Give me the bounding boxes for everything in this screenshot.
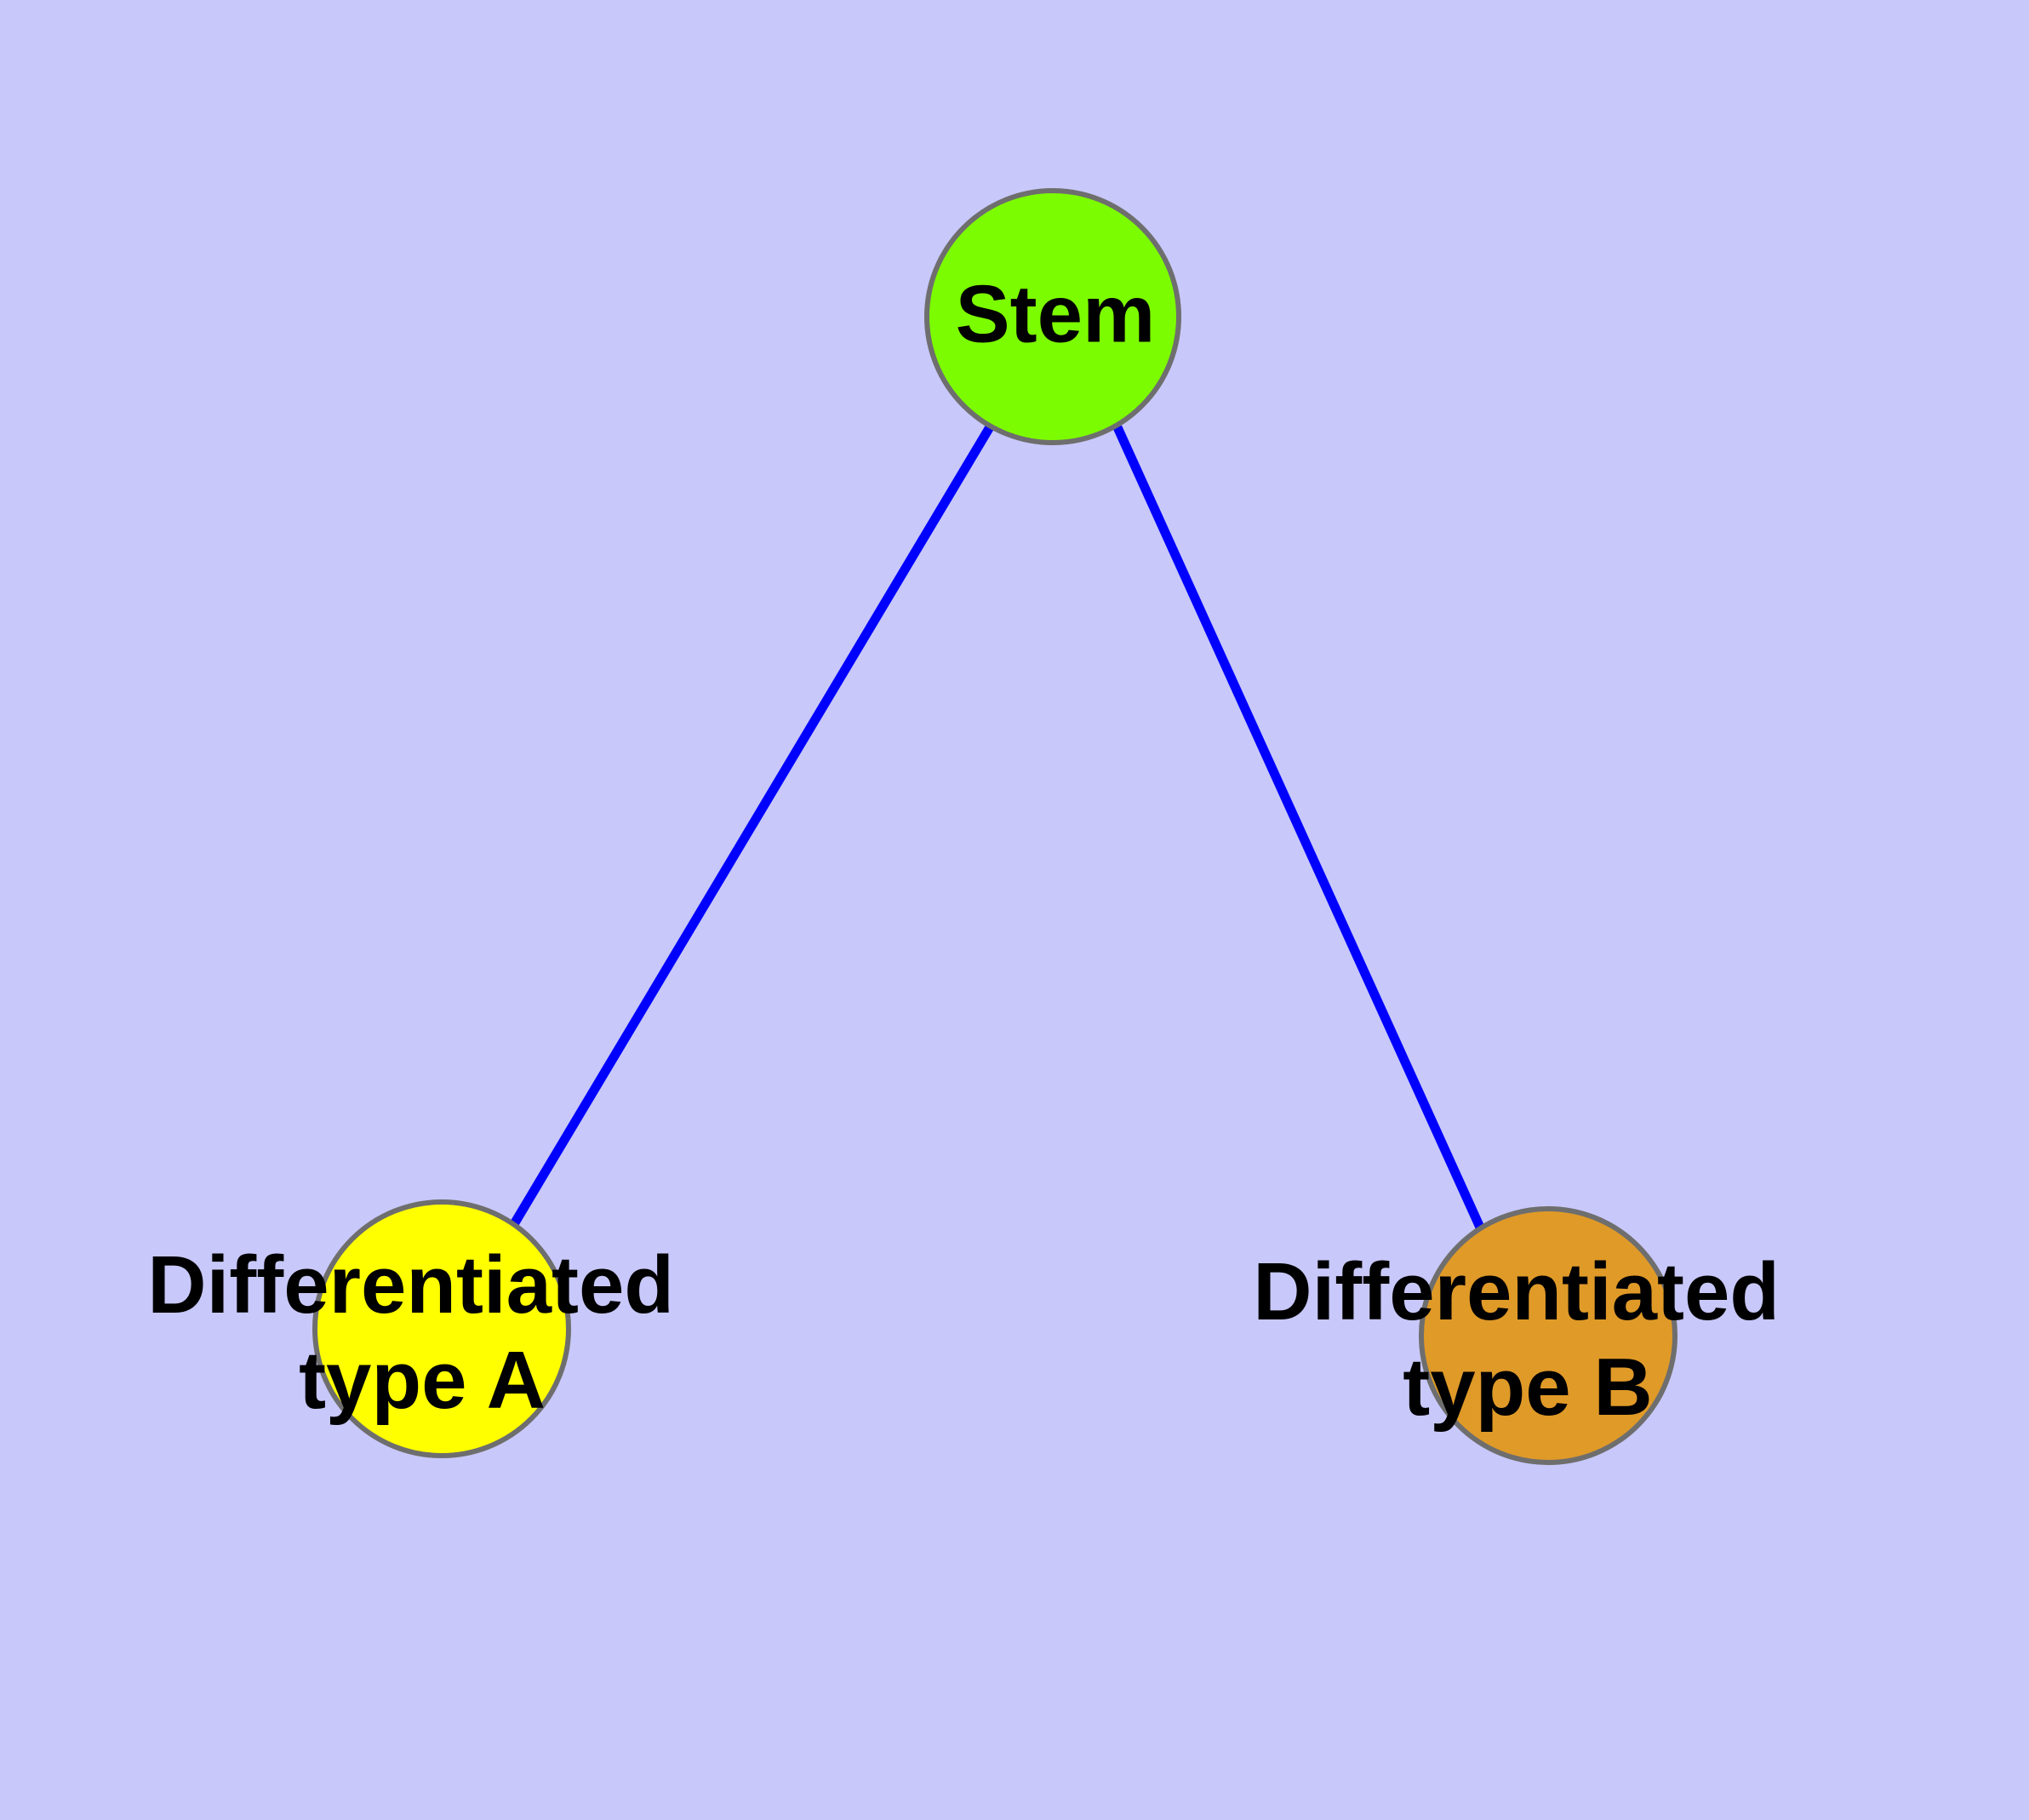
node-stem-circle[interactable] — [924, 188, 1181, 445]
node-differentiated-type-b-label: Differentiated type B — [1253, 1246, 1802, 1433]
node-differentiated-type-b-label-line-2: type B — [1403, 1342, 1652, 1433]
node-stem-label: Stem — [956, 268, 1156, 359]
edges-layer — [510, 423, 1486, 1232]
node-differentiated-type-a-label-line-1: Differentiated — [147, 1239, 674, 1331]
labels-layer: Differentiated type A Differentiated typ… — [147, 1239, 1802, 1433]
node-differentiated-type-a-label: Differentiated type A — [147, 1239, 696, 1426]
node-differentiated-type-b-label-line-1: Differentiated — [1253, 1246, 1780, 1337]
node-stem[interactable]: Stem — [924, 188, 1181, 445]
node-differentiated-type-b-circle[interactable] — [1419, 1206, 1677, 1465]
node-differentiated-type-a-label-line-2: type A — [299, 1335, 546, 1426]
nodes-layer: Stem — [312, 188, 1677, 1465]
edge-stem-to-differentiated-type-b[interactable] — [1112, 425, 1486, 1232]
edge-stem-to-differentiated-type-a[interactable] — [510, 423, 995, 1227]
node-differentiated-type-b[interactable] — [1419, 1206, 1677, 1465]
node-differentiated-type-a-circle[interactable] — [312, 1199, 571, 1458]
node-differentiated-type-a[interactable] — [312, 1199, 571, 1458]
